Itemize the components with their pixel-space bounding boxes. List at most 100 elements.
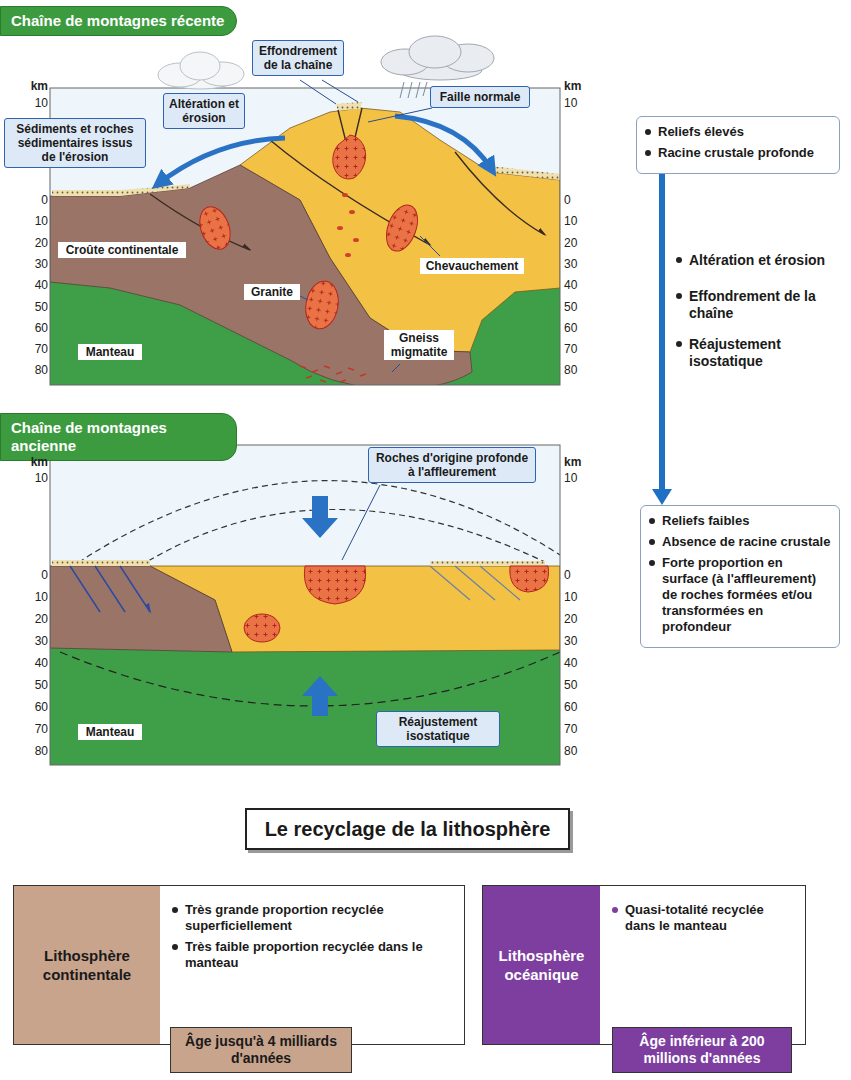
rain xyxy=(400,82,427,98)
migmatite-marks xyxy=(300,366,366,382)
bullet-text: Absence de racine crustale xyxy=(662,534,830,550)
bullet-row: Absence de racine crustale xyxy=(649,534,831,550)
art-part xyxy=(342,193,348,197)
axis-item: 10 xyxy=(4,470,48,486)
bullet-dot xyxy=(676,257,682,263)
region-label: Croûte continentale xyxy=(58,242,186,258)
node-text: Chaîne de montagnes ancienne xyxy=(11,419,226,455)
axis-item: 40 xyxy=(4,655,48,671)
bullet-text: Forte proportion en surface (à l'affleur… xyxy=(662,555,831,635)
bullet-item: Réajustement isostatique xyxy=(676,336,841,370)
bullet-cell: Quasi-totalité recyclée dans le manteau xyxy=(600,886,804,976)
node-text: Sédiments et roches sédimentaires issus … xyxy=(9,122,141,164)
axis-value: 30 xyxy=(564,256,577,272)
bullet-dot xyxy=(676,293,682,299)
axis-item: 0 xyxy=(564,567,604,583)
axis-value: 60 xyxy=(564,320,577,336)
art-part xyxy=(353,238,359,242)
bullet-dot xyxy=(649,539,655,545)
former-relief xyxy=(70,481,560,568)
axis-item: 80 xyxy=(4,743,48,759)
sediments xyxy=(52,184,190,196)
connector-arrow xyxy=(652,174,672,505)
node-text: Effondrement de la chaîne xyxy=(257,44,339,72)
axis-item: 80 xyxy=(4,362,48,378)
axis-item: 10 xyxy=(564,589,604,605)
erosion-arrow xyxy=(395,116,492,170)
callout-box: Altération et érosion xyxy=(163,93,245,129)
continental-crust xyxy=(50,566,232,652)
axis-item: 80 xyxy=(564,743,604,759)
axis-item: 10 xyxy=(4,213,48,229)
axis-item: 60 xyxy=(564,699,604,715)
axis-value: 20 xyxy=(564,611,577,627)
axis-value: 20 xyxy=(35,611,48,627)
bullet-dot xyxy=(645,129,651,135)
axis-value: 10 xyxy=(564,213,577,229)
bullet-text: Très faible proportion recyclée dans le … xyxy=(185,939,453,971)
axis-value: 50 xyxy=(35,299,48,315)
axis-item: 20 xyxy=(564,235,604,251)
axis-value: 10 xyxy=(35,95,48,111)
bullet-label: Effondrement de la chaîne xyxy=(689,288,841,322)
axis-unit: km xyxy=(564,454,581,470)
sediments xyxy=(490,166,560,180)
axis-value: 10 xyxy=(564,95,577,111)
axis-item: 80 xyxy=(564,362,604,378)
node-text: Chaîne de montagnes récente xyxy=(11,12,226,30)
thrust-line xyxy=(430,566,520,600)
bullet-row: Très grande proportion recyclée superfic… xyxy=(172,902,453,934)
axis-value: 40 xyxy=(564,277,577,293)
cloud xyxy=(158,52,244,89)
axis-unit: km xyxy=(564,78,581,94)
summary-box: Reliefs faiblesAbsence de racine crustal… xyxy=(640,505,840,648)
sediments xyxy=(430,561,545,566)
granite-pluton xyxy=(381,201,424,256)
node-text: Âge inférieur à 200 millions d'années xyxy=(619,1033,785,1067)
callout-box: Effondrement de la chaîne xyxy=(252,40,344,76)
axis-value: 0 xyxy=(564,192,571,208)
age-box: Âge jusqu'à 4 milliards d'années xyxy=(170,1027,352,1073)
axis-item: 30 xyxy=(4,633,48,649)
axis-item: 40 xyxy=(4,277,48,293)
axis-item: 0 xyxy=(564,192,604,208)
axis-item: 70 xyxy=(4,341,48,357)
art-part xyxy=(337,226,343,230)
art-part xyxy=(409,36,461,68)
node-text: Réajustement isostatique xyxy=(381,715,495,743)
bullet-dot xyxy=(649,560,655,566)
axis-item: km xyxy=(564,454,604,470)
node-text: Gneiss migmatite xyxy=(388,331,450,359)
block-arrow-down xyxy=(302,496,338,538)
axis-value: 40 xyxy=(564,655,577,671)
granite-pluton xyxy=(510,566,549,592)
section-banner: Chaîne de montagnes ancienne xyxy=(0,413,237,461)
axis-value: 60 xyxy=(35,699,48,715)
axis-value: 30 xyxy=(564,633,577,649)
erosion-arrow xyxy=(158,138,285,184)
node-text: Lithosphère continentale xyxy=(14,946,160,984)
node-text: Manteau xyxy=(82,725,138,739)
axis-value: 0 xyxy=(564,567,571,583)
region-label: Chevauchement xyxy=(420,258,524,274)
bullet-label: Altération et érosion xyxy=(689,252,825,269)
region-label: Manteau xyxy=(78,724,142,740)
node-text: Altération et érosion xyxy=(168,97,240,125)
bullet-text: Reliefs élevés xyxy=(658,124,744,140)
axis-item: 60 xyxy=(564,320,604,336)
axis-item: 50 xyxy=(4,299,48,315)
axis-value: 60 xyxy=(35,320,48,336)
bullet-row: Reliefs faibles xyxy=(649,513,831,529)
bullet-dot xyxy=(645,150,651,156)
node-text: Manteau xyxy=(82,345,138,359)
arrow-head xyxy=(652,489,672,505)
axis-item: km xyxy=(564,78,604,94)
callout-box: Faille normale xyxy=(430,86,530,108)
node-text: Faille normale xyxy=(435,90,525,104)
axis-item: 10 xyxy=(564,95,604,111)
bullet-row: Très faible proportion recyclée dans le … xyxy=(172,939,453,971)
axis-value: 70 xyxy=(35,341,48,357)
axis-value: 80 xyxy=(564,362,577,378)
axis-item: 10 xyxy=(564,470,604,486)
